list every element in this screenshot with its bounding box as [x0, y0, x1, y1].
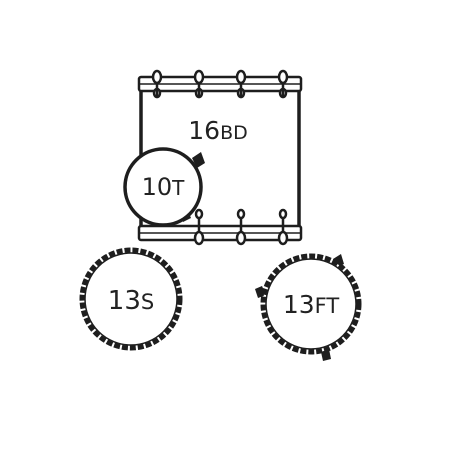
bass-drum-lug [151, 69, 163, 99]
floor-tom-label-type: FT [315, 294, 340, 318]
snare-drum: 13S [79, 247, 183, 351]
bass-drum-label-type: BD [220, 122, 248, 144]
rack-tom-label: 10T [142, 173, 186, 201]
floor-tom-leg [321, 349, 331, 361]
bass-drum-lug [277, 69, 289, 99]
rack-tom: 10T [123, 147, 205, 227]
rack-tom-label-size: 10 [142, 173, 173, 201]
bass-drum-lug [235, 208, 247, 246]
bass-drum-lug [193, 208, 205, 246]
floor-tom: 13FT [255, 253, 362, 361]
floor-tom-head [265, 258, 357, 350]
rack-tom-label-type: T [171, 176, 185, 200]
snare-drum-head [84, 252, 178, 346]
snare-drum-label-size: 13 [108, 286, 141, 316]
rack-tom-shell [123, 147, 203, 227]
snare-drum-label-type: S [141, 290, 154, 314]
bass-drum-label-size: 16 [188, 116, 220, 145]
bass-drum-lug [235, 69, 247, 99]
bass-drum-label: 16BD [188, 116, 247, 145]
snare-drum-label: 13S [108, 286, 154, 316]
floor-tom-label-size: 13 [283, 290, 315, 319]
bass-drum-lug [193, 69, 205, 99]
bass-drum-lug [277, 208, 289, 246]
bass-drum-bottom-hoop [137, 224, 303, 242]
floor-tom-label: 13FT [283, 290, 340, 319]
bass-drum-top-hoop [137, 75, 303, 93]
